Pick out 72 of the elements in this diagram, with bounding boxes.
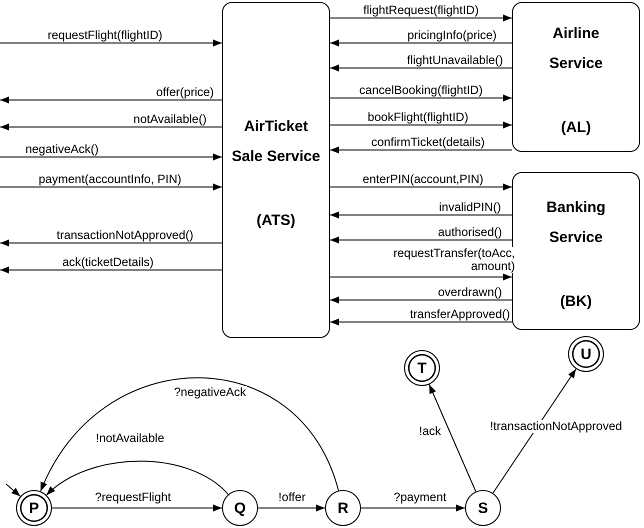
edge-label: ?requestFlight [94,491,172,504]
arrow [46,460,229,496]
edge-label: requestFlight(flightID) [46,29,164,42]
edge-label: enterPIN(account,PIN) [362,173,484,186]
state-circle [465,490,501,526]
service-name: Banking Service [545,198,607,248]
edge-label: overdrawn() [436,286,504,299]
arrow [330,274,512,280]
edge-label: transactionNotApproved() [56,229,194,242]
edge-label: !notAvailable [94,432,166,445]
edge-label: cancelBooking(flightID) [358,84,484,97]
arrow [330,94,512,102]
edge-label: authorised() [436,226,504,239]
service-code: (AL) [561,118,591,136]
edge-label: transferApproved() [408,308,512,321]
service-box [512,2,640,152]
service-code: (ATS) [256,212,296,228]
edge-label: ?negativeAck [172,386,248,399]
arrow [360,504,466,512]
arrow [0,154,222,160]
service-name: AirTicket Sale Service [230,116,322,166]
arrow [330,146,512,154]
service-box [222,2,330,338]
final-state-circle [16,490,52,526]
arrow [0,40,222,46]
service-name: Airline Service [548,24,604,74]
arrow [0,266,222,274]
arrow [258,504,326,512]
state-name: Q [234,500,246,516]
edge-label: !transactionNotApproved [488,420,624,433]
arrow [492,368,576,494]
state-name: S [478,500,488,516]
arrow [0,96,222,104]
arrow [330,40,512,46]
arrow [52,504,222,512]
edge-label: flightUnavailable() [406,54,504,67]
edge-label: negativeAck() [24,143,100,156]
arrow [330,318,512,326]
arrow [330,122,512,128]
edge-label: offer(price) [155,86,215,99]
edge-label: pricingInfo(price) [406,29,498,42]
state-name: R [338,500,348,516]
arrow [0,184,222,190]
state-circle [222,490,258,526]
edge-label: ?payment [392,491,448,504]
edge-label: flightRequest(flightID) [362,4,480,17]
edge-label: ack(ticketDetails) [61,256,155,269]
edge-label: payment(accountInfo, PIN) [38,173,182,186]
arrow [330,296,512,304]
service-code: (BK) [560,292,592,310]
arrow [6,484,21,497]
arrow [330,184,512,190]
state-name: U [580,346,592,362]
arrow [428,384,476,492]
state-name: P [28,500,39,516]
state-name: T [417,360,427,376]
edge-label: !offer [277,491,307,504]
arrow [330,236,512,244]
arrow [40,377,339,492]
edge-label: !ack [418,425,442,438]
final-state-circle [404,350,440,386]
edge-label: confirmTicket(details) [370,136,486,149]
arrow [0,124,222,130]
arrow [330,212,512,218]
arrow [0,240,222,246]
final-state-circle [568,336,604,372]
arrow [330,64,512,72]
edge-label: notAvailable() [132,113,208,126]
state-circle [325,490,361,526]
edge-label: bookFlight(flightID) [366,111,470,124]
arrow [330,14,512,22]
edge-label: invalidPIN() [438,201,502,214]
